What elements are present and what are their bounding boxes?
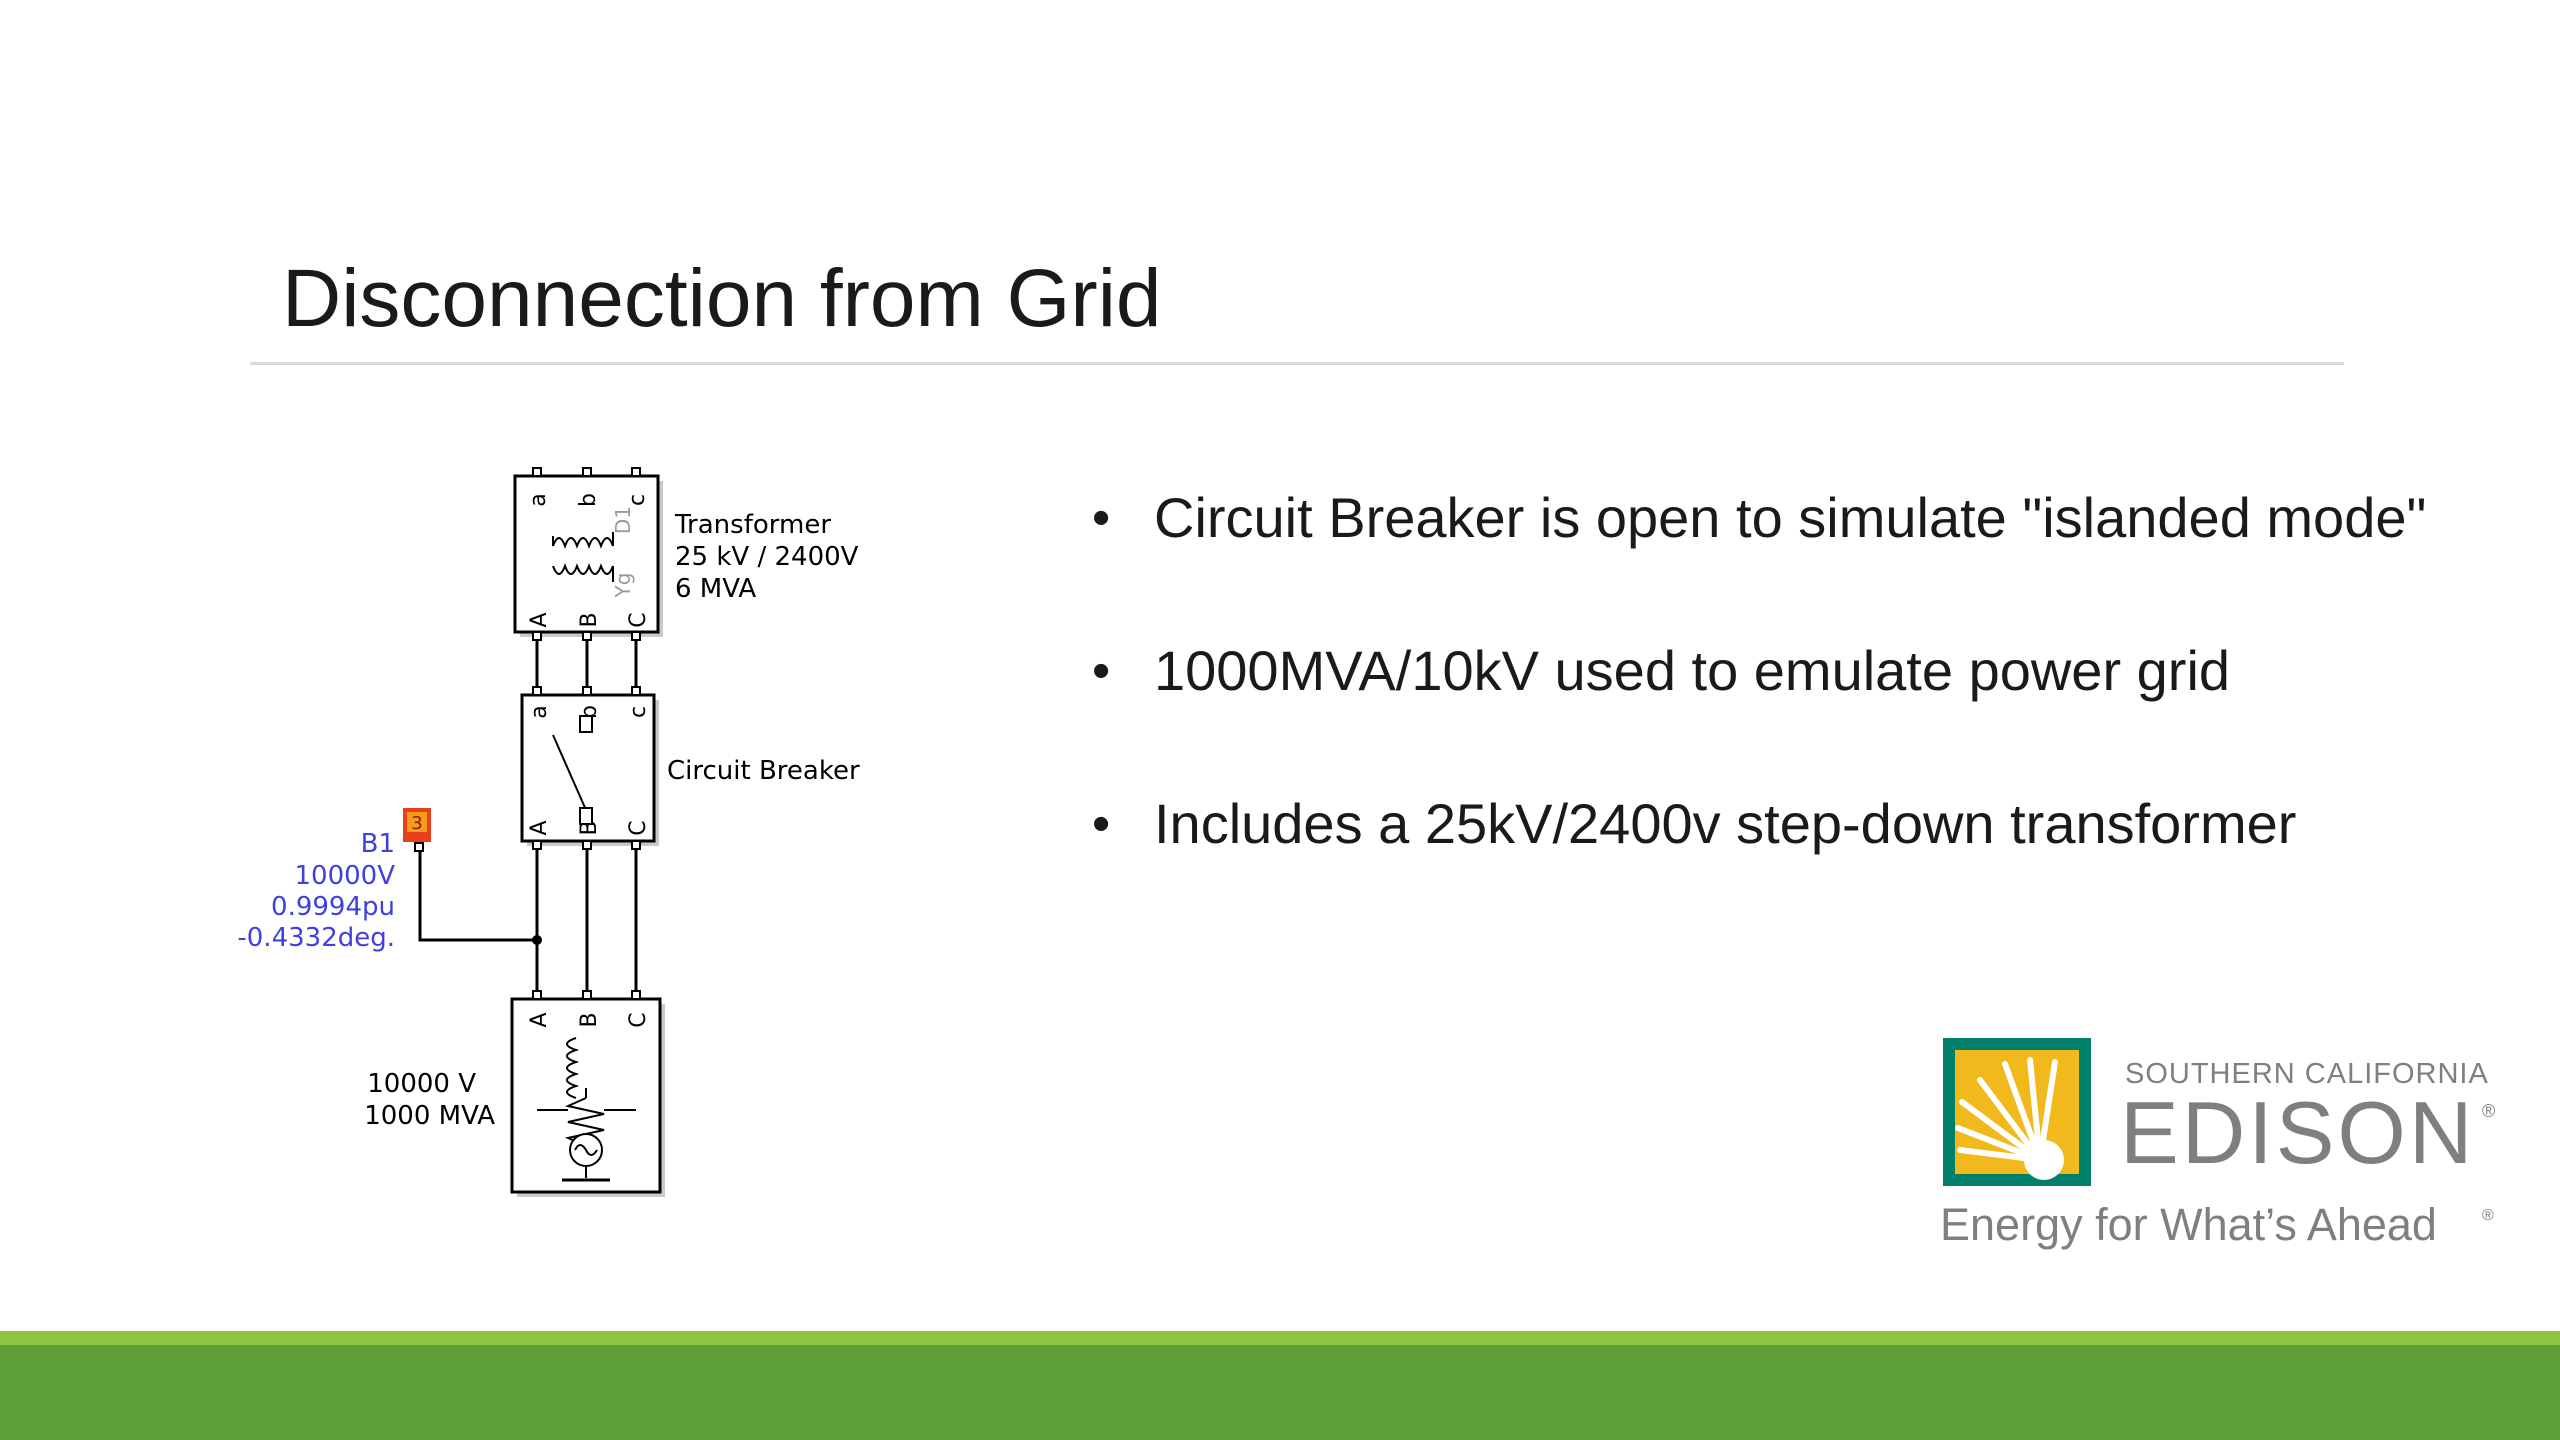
breaker-blade [552, 734, 587, 811]
logo-tagline: Energy for What’s Ahead [1940, 1199, 2437, 1250]
bullet-dot-icon: • [1092, 795, 1111, 853]
breaker-port-A: A [527, 820, 552, 835]
bullet-item: • Includes a 25kV/2400v step-down transf… [1092, 784, 2426, 937]
transformer-power-label: 6 MVA [675, 574, 756, 604]
slide-title: Disconnection from Grid [282, 253, 1162, 344]
logo-registered-mark: ® [2482, 1101, 2495, 1121]
source-inductor [566, 1037, 580, 1099]
bus-phase-count: 3 [411, 813, 422, 834]
transformer-coil-top [552, 537, 614, 549]
transformer-port-A: A [527, 612, 552, 627]
source-voltage-label: 10000 V [367, 1069, 476, 1099]
logo-company-line1: SOUTHERN CALIFORNIA [2125, 1058, 2489, 1090]
bus-voltage-label: 10000V [295, 861, 396, 891]
breaker-port-C: C [626, 820, 651, 835]
sun-burst-icon [1943, 1038, 2091, 1186]
transformer-port-B: B [577, 612, 602, 627]
transformer-voltage-label: 25 kV / 2400V [675, 542, 859, 572]
transformer-port-b: b [576, 493, 601, 507]
bullet-text: Circuit Breaker is open to simulate "isl… [1154, 486, 2427, 549]
bullet-dot-icon: • [1092, 489, 1111, 547]
source-port-A: A [527, 1012, 552, 1027]
bus-measurement-block[interactable]: 3 [403, 808, 431, 852]
bus-name-label: B1 [361, 829, 395, 859]
breaker-contact-bottom [579, 807, 593, 825]
bullet-text: 1000MVA/10kV used to emulate power grid [1154, 639, 2231, 702]
bullet-dot-icon: • [1092, 642, 1111, 700]
transformer-coil-bottom [552, 563, 614, 575]
edison-logo: SOUTHERN CALIFORNIA EDISON ® Energy for … [1940, 1038, 2495, 1250]
footer-band [0, 1345, 2560, 1440]
breaker-contact-top [579, 715, 593, 733]
logo-company-name: EDISON [2120, 1083, 2475, 1182]
bullet-list: • Circuit Breaker is open to simulate "i… [1092, 478, 2426, 937]
three-phase-source-block[interactable]: A B C [510, 990, 665, 1197]
breaker-port-a: a [527, 705, 552, 718]
transformer-yg-label: Yg [611, 573, 635, 599]
footer-accent-band [0, 1331, 2560, 1345]
source-port-C: C [626, 1012, 651, 1027]
bus-angle-label: -0.4332deg. [237, 923, 395, 953]
bullet-item: • 1000MVA/10kV used to emulate power gri… [1092, 631, 2426, 784]
breaker-name-label: Circuit Breaker [667, 756, 860, 786]
transformer-name-label: Transformer [674, 510, 831, 540]
breaker-port-c: c [626, 706, 651, 718]
source-port-B: B [577, 1012, 602, 1027]
circuit-diagram: a b c A B C D1 Yg Transformer 25 kV / 24… [237, 467, 860, 1197]
transformer-port-a: a [526, 493, 551, 506]
measurement-wire [418, 850, 537, 942]
transformer-port-c: c [625, 494, 650, 506]
circuit-breaker-block[interactable]: a b c A B C [520, 686, 659, 850]
transformer-d1-label: D1 [611, 506, 635, 534]
source-power-label: 1000 MVA [364, 1101, 495, 1131]
bullet-text: Includes a 25kV/2400v step-down transfor… [1154, 792, 2297, 855]
bus-pu-label: 0.9994pu [271, 892, 395, 922]
logo-tagline-registered-mark: ® [2482, 1207, 2494, 1224]
transformer-block[interactable]: a b c A B C D1 Yg [513, 467, 663, 641]
source-resistor [564, 1097, 605, 1147]
title-divider [250, 362, 2344, 365]
transformer-port-C: C [626, 612, 651, 627]
bullet-item: • Circuit Breaker is open to simulate "i… [1092, 478, 2426, 631]
